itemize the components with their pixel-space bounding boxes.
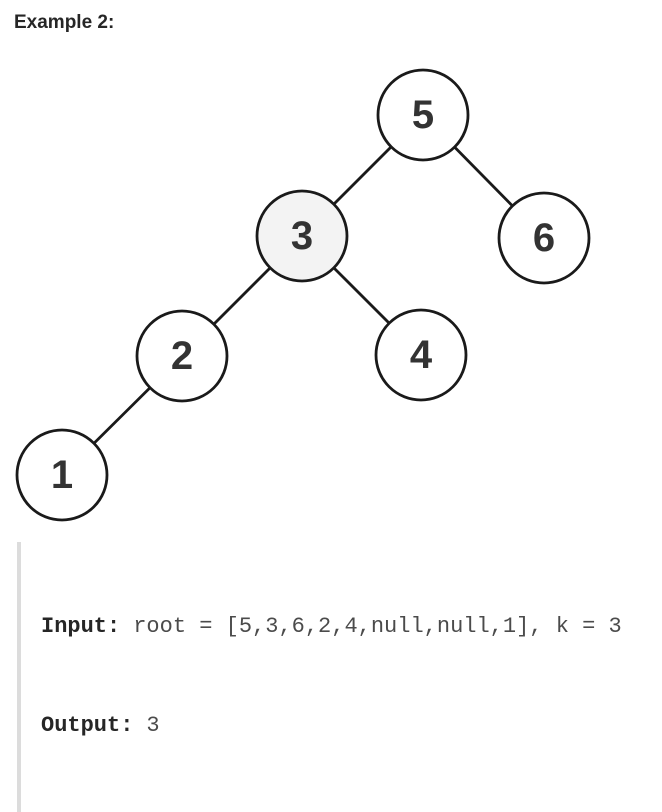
tree-node-4 [374, 308, 468, 402]
output-label: Output: [41, 713, 134, 738]
example-heading: Example 2: [14, 12, 115, 33]
binary-tree-diagram: 5 3 6 2 4 1 [15, 68, 591, 522]
input-value: root = [5,3,6,2,4,null,null,1], k = 3 [133, 614, 622, 639]
tree-node-label-2: 2 [171, 334, 193, 378]
input-label: Input: [41, 614, 121, 639]
tree-node-label-4: 4 [410, 333, 433, 377]
example-input-line: Input: root = [5,3,6,2,4,null,null,1], k … [41, 610, 622, 643]
tree-node-2 [135, 309, 229, 403]
tree-node-3 [255, 189, 349, 283]
tree-node-label-5: 5 [412, 93, 434, 137]
tree-node-1 [15, 428, 109, 522]
tree-node-label-1: 1 [51, 453, 73, 497]
example-output-line: Output: 3 [41, 709, 622, 742]
tree-node-label-6: 6 [533, 216, 555, 260]
output-value: 3 [146, 713, 160, 738]
tree-node-label-3: 3 [291, 214, 313, 258]
tree-node-6 [497, 191, 591, 285]
example-io-block: Input: root = [5,3,6,2,4,null,null,1], k … [17, 542, 634, 812]
tree-node-5 [376, 68, 470, 162]
